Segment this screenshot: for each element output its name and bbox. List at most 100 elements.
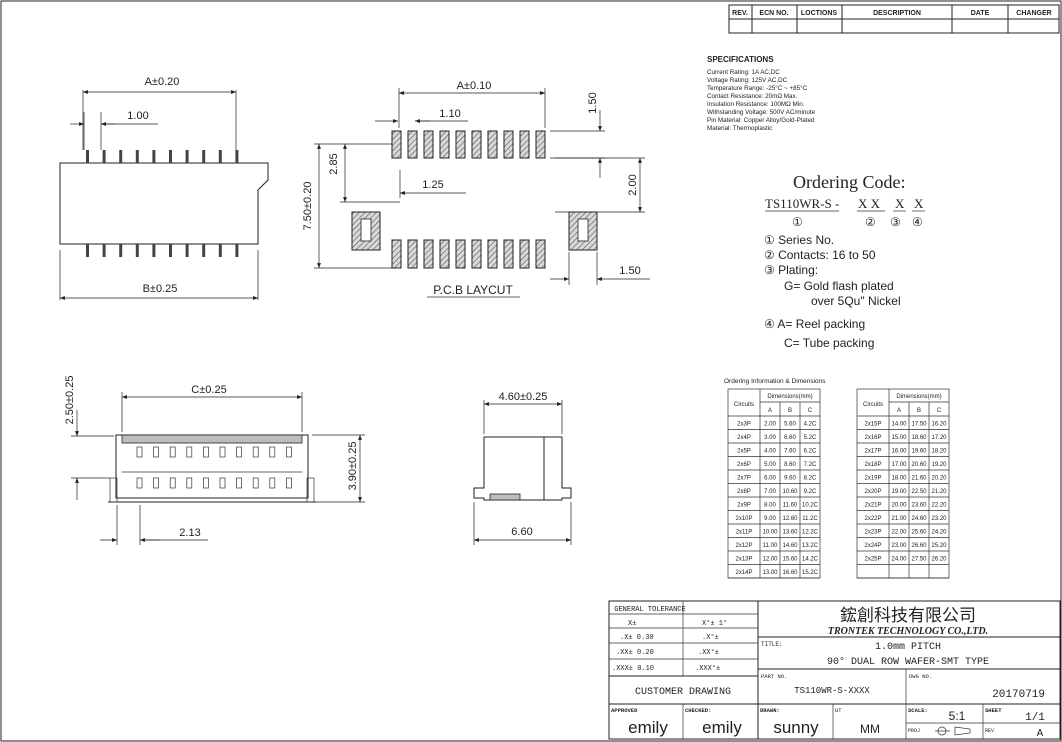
spec-line: Current Rating: 1A AC,DC — [707, 69, 780, 76]
pin — [86, 244, 89, 257]
dimension-cell: 7.2C — [804, 462, 817, 468]
circuits-header: Circuits — [863, 402, 883, 408]
dimension-cell: 7.00 — [764, 489, 776, 495]
ordering-dimension-table: Ordering Information & Dimensions Circui… — [724, 378, 950, 579]
dim-200-pcb: 2.00 — [627, 174, 639, 195]
dimension-cell: 16.00 — [891, 449, 907, 455]
dimension-cell: 26.60 — [911, 543, 927, 549]
circuit-cell: 2x18P — [864, 462, 881, 468]
pin — [202, 150, 206, 163]
dimension-cell: 6.2C — [804, 449, 817, 455]
pin — [202, 244, 206, 257]
company-name-cn: 鋐創科技有限公司 — [840, 606, 976, 625]
pcb-layout-label: P.C.B LAYCUT — [433, 283, 513, 297]
connector-body — [59, 162, 269, 245]
pin — [152, 150, 156, 163]
title-block: GENERAL TOLERANCE X± X°± 1° .X± 0.30 .X°… — [608, 600, 1061, 740]
ordering-line: ② Contacts: 16 to 50 — [764, 248, 876, 262]
marker-packing: ④ — [912, 215, 923, 229]
front-pin-upper — [153, 446, 159, 458]
tolerance-cell: .X°± — [702, 633, 719, 642]
revision-table: REV. ECN NO. LOCTIONS DESCRIPTION DATE C… — [728, 4, 1060, 34]
pin — [235, 150, 239, 163]
pin — [135, 150, 139, 163]
dimension-cell: 18.20 — [931, 449, 947, 455]
pcb-pad — [407, 130, 418, 159]
title-line-2: 90° DUAL ROW WAFER-SMT TYPE — [827, 656, 989, 668]
dimension-col-header: C — [808, 408, 813, 414]
dimension-cell: 17.00 — [891, 462, 907, 468]
dimension-cell: 19.00 — [891, 489, 907, 495]
dimension-col-header: A — [768, 408, 772, 414]
tolerance-title: GENERAL TOLERANCE — [614, 606, 685, 614]
dimension-cell: 23.20 — [931, 516, 947, 522]
scale-label: SCALE: — [908, 707, 928, 714]
drawn-label: DRAWN: — [760, 707, 780, 714]
tolerance-cell: .XX°± — [698, 648, 719, 657]
circuit-cell: 2x25P — [864, 557, 881, 563]
circuit-cell: 2x16P — [864, 435, 881, 441]
dimension-cell: 24.20 — [931, 530, 947, 536]
dimension-cell: 22.20 — [931, 503, 947, 509]
dimension-cell: 11.00 — [763, 543, 778, 549]
circuit-cell: 2x22P — [864, 516, 881, 522]
spec-line: Contact Resistance: 20mΩ Max. — [707, 93, 798, 100]
ordering-line: ① Series No. — [764, 233, 834, 247]
pcb-pads-upper — [391, 130, 546, 159]
front-view: C±0.25 2.50±0.25 3.90±0.25 2.13 — [64, 376, 365, 545]
dwg-no: 20170719 — [992, 689, 1045, 701]
dim-213-front: 2.13 — [179, 527, 200, 539]
marker-plating: ③ — [890, 215, 901, 229]
dimension-cell: 23.60 — [911, 503, 927, 509]
pcb-pad — [391, 239, 402, 269]
dimension-cell: 24.00 — [891, 557, 907, 563]
circuit-cell: 2x11P — [736, 530, 753, 536]
changer-header: CHANGER — [1016, 10, 1051, 17]
circuit-cell: 2x3P — [737, 422, 751, 428]
ordering-line: ③ Plating: — [764, 263, 818, 277]
front-pin-lower — [252, 477, 259, 489]
front-pin-lower — [186, 477, 193, 489]
dimensions-group-header: Dimensions(mm) — [767, 394, 812, 400]
pin — [102, 244, 106, 257]
front-pin-upper — [186, 446, 193, 458]
ordering-field-contacts: X X — [858, 196, 881, 211]
front-pin-upper — [203, 446, 209, 458]
dimension-cell: 25.60 — [911, 530, 927, 536]
pcb-pad — [487, 239, 498, 269]
dimension-cell: 21.00 — [891, 516, 907, 522]
dimension-cell: 21.60 — [911, 476, 927, 482]
circuit-cell: 2x17P — [864, 449, 881, 455]
description-header: DESCRIPTION — [873, 10, 921, 17]
title-label: TITLE: — [761, 641, 783, 648]
pcb-layout: A±0.10 1.10 1.50 2.85 7.50±0.20 1.25 2.0… — [302, 80, 650, 298]
dwg-no-label: DWG NO. — [909, 673, 932, 680]
ordering-line: over 5Qu" Nickel — [811, 294, 901, 308]
front-pin-upper — [252, 446, 259, 458]
dimension-col-header: C — [937, 408, 942, 414]
dimension-cell: 14.2C — [802, 557, 819, 563]
circuit-cell: 2x13P — [735, 557, 752, 563]
pcb-pad — [519, 130, 530, 159]
circuit-cell: 2x21P — [864, 503, 881, 509]
dimension-cell: 13.00 — [762, 570, 778, 576]
dimension-cell: 21.20 — [931, 489, 947, 495]
pin — [218, 150, 222, 163]
dimension-cell: 15.00 — [891, 435, 907, 441]
dimension-cell: 10.00 — [762, 530, 778, 536]
dimension-cell: 17.50 — [911, 422, 927, 428]
dimension-cell: 7.60 — [784, 449, 796, 455]
pin — [185, 150, 189, 163]
front-pin-upper — [286, 446, 292, 458]
pcb-pad — [503, 239, 514, 269]
front-pin-upper — [169, 446, 176, 458]
checked-label: CHECKED: — [685, 707, 711, 714]
circuit-cell: 2x23P — [864, 530, 881, 536]
dimension-cell: 5.00 — [764, 462, 776, 468]
circuit-cell: 2x15P — [864, 422, 881, 428]
pcb-pads-lower — [391, 239, 546, 269]
locations-header: LOCTIONS — [801, 10, 837, 17]
dimension-cell: 6.00 — [764, 476, 776, 482]
specifications-block: SPECIFICATIONS Current Rating: 1A AC,DC … — [707, 55, 816, 132]
